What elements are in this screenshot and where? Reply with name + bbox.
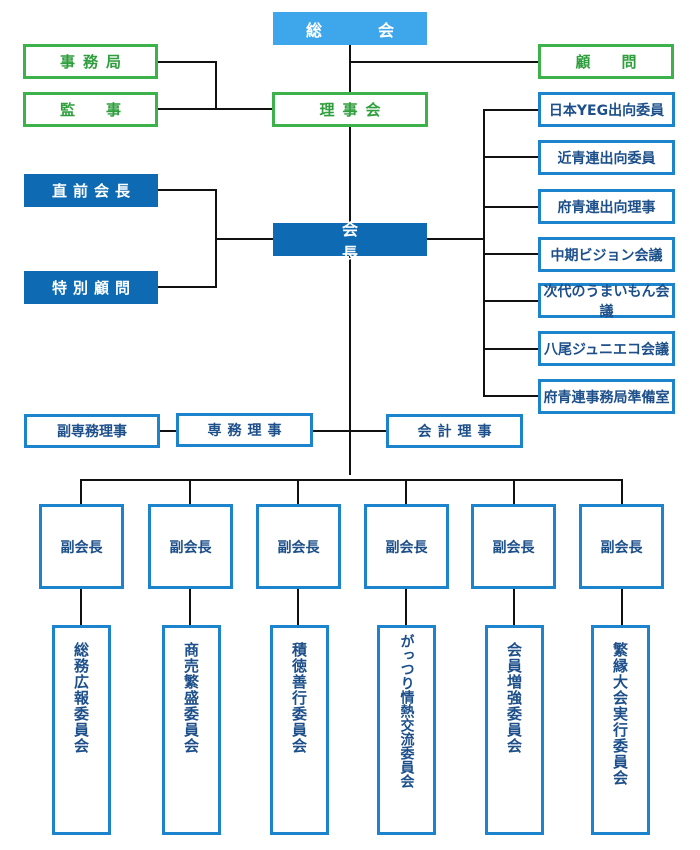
advisor-box: 顧 問: [538, 44, 674, 79]
connector-line: [349, 45, 351, 475]
former-president-box: 直前会長: [24, 174, 158, 207]
committee-box: 総務広報委員会: [52, 625, 111, 835]
vice-president-box: 副会長: [148, 504, 233, 589]
right-side-box: 八尾ジュニエコ会議: [538, 331, 675, 366]
connector-line: [483, 156, 539, 158]
president-box: 会 長: [273, 220, 427, 263]
treasurer-box: 会計理事: [386, 414, 523, 448]
deputy-managing-director-box: 副専務理事: [24, 414, 160, 448]
connector-line: [513, 588, 515, 626]
right-side-box: 府青連事務局準備室: [538, 379, 675, 414]
connector-line: [483, 300, 539, 302]
connector-line: [483, 395, 539, 397]
connector-line: [483, 348, 539, 350]
connector-line: [189, 588, 191, 626]
connector-line: [297, 588, 299, 626]
connector-line: [215, 61, 217, 110]
connector-line: [621, 479, 623, 505]
committee-box: がっつり情熱交流委員会: [377, 625, 436, 835]
right-side-box: 近青連出向委員: [538, 140, 675, 175]
special-advisor-box: 特別顧問: [24, 271, 158, 304]
vice-president-box: 副会長: [39, 504, 124, 589]
connector-line: [349, 61, 539, 63]
connector-line: [483, 253, 539, 255]
connector-line: [80, 479, 82, 505]
connector-line: [159, 430, 177, 432]
committee-box: 積徳善行委員会: [270, 625, 329, 835]
connector-line: [483, 109, 539, 111]
vice-president-box: 副会長: [471, 504, 556, 589]
right-side-box: 府青連出向理事: [538, 189, 675, 224]
connector-line: [157, 286, 217, 288]
connector-line: [80, 588, 82, 626]
secretariat-box: 事務局: [23, 44, 158, 79]
board-box: 理事会: [272, 92, 428, 127]
right-side-box: 日本YEG出向委員: [538, 92, 675, 127]
connector-line: [513, 479, 515, 505]
right-side-box: 次代のうまいもん会議: [538, 283, 675, 320]
committee-box: 会員増強委員会: [485, 625, 544, 835]
vice-president-box: 副会長: [256, 504, 341, 589]
general-assembly-box: 総 会: [273, 12, 427, 45]
connector-line: [157, 108, 274, 110]
connector-line: [483, 206, 539, 208]
connector-line: [426, 238, 485, 240]
connector-line: [405, 479, 407, 505]
committee-box: 商売繁盛委員会: [162, 625, 221, 835]
connector-line: [297, 479, 299, 505]
connector-line: [621, 588, 623, 626]
connector-line: [405, 588, 407, 626]
connector-line: [157, 61, 217, 63]
vice-president-box: 副会長: [579, 504, 664, 589]
connector-line: [80, 479, 623, 481]
connector-line: [215, 238, 274, 240]
auditor-box: 監 事: [23, 92, 158, 127]
right-side-box: 中期ビジョン会議: [538, 237, 675, 272]
connector-line: [312, 430, 387, 432]
connector-line: [157, 189, 217, 191]
committee-box: 繁縁大会実行委員会: [591, 625, 650, 835]
vice-president-box: 副会長: [364, 504, 449, 589]
managing-director-box: 専務理事: [176, 413, 313, 447]
connector-line: [189, 479, 191, 505]
